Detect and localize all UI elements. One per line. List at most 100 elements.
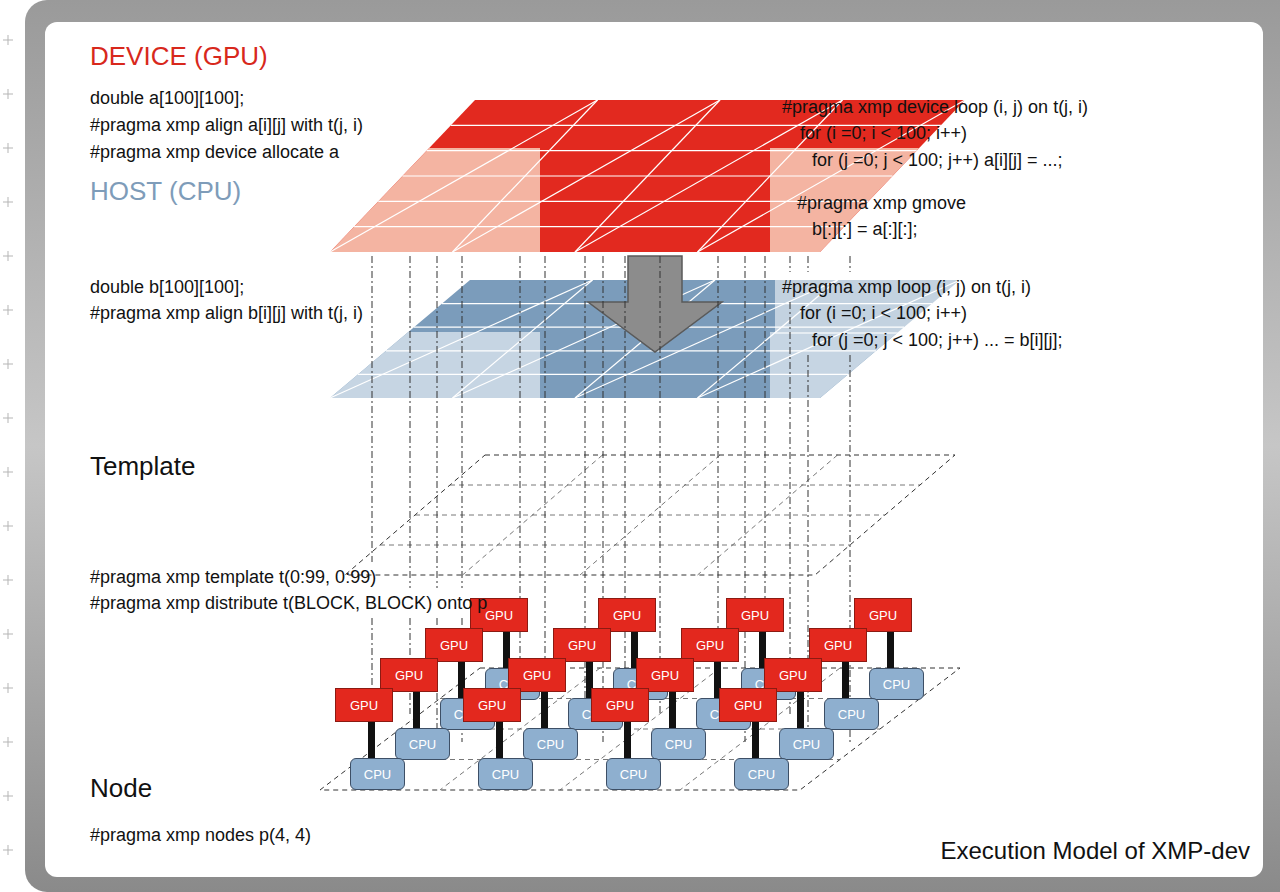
code-line: #pragma xmp gmove bbox=[797, 192, 966, 214]
gpu-box: GPU bbox=[719, 688, 777, 722]
node-text: CPU bbox=[409, 737, 436, 752]
node-text: CPU bbox=[492, 767, 519, 782]
node-text: GPU bbox=[606, 698, 634, 713]
cpu-box: CPU bbox=[478, 758, 533, 790]
cpu-box: CPU bbox=[606, 758, 661, 790]
code-line: #pragma xmp loop (i, j) on t(j, i) bbox=[782, 276, 1031, 298]
cpu-box: CPU bbox=[734, 758, 789, 790]
cpu-box: CPU bbox=[779, 728, 834, 760]
node-text: GPU bbox=[734, 698, 762, 713]
transfer-arrow bbox=[588, 256, 722, 352]
gpu-box: GPU bbox=[553, 628, 611, 662]
host-plane bbox=[0, 272, 1105, 402]
code-line: double a[100][100]; bbox=[90, 87, 244, 109]
content-panel bbox=[45, 22, 1263, 877]
gpu-box: GPU bbox=[854, 598, 912, 632]
node-link bbox=[842, 662, 849, 698]
cpu-box: CPU bbox=[651, 728, 706, 760]
node-link bbox=[413, 692, 420, 728]
mapping-line bbox=[850, 355, 851, 742]
mapping-line bbox=[545, 256, 546, 714]
node-text: CPU bbox=[793, 737, 820, 752]
gpu-box: GPU bbox=[508, 658, 566, 692]
code-line: for (i =0; i < 100; i++) bbox=[800, 302, 967, 324]
section-heading: Node bbox=[90, 772, 152, 804]
node-text: GPU bbox=[824, 638, 852, 653]
node-link bbox=[368, 722, 375, 758]
node-link bbox=[624, 722, 631, 758]
code-line: for (i =0; i < 100; i++) bbox=[800, 122, 967, 144]
node-link bbox=[797, 692, 804, 728]
gpu-box: GPU bbox=[380, 658, 438, 692]
cpu-box: CPU bbox=[869, 668, 924, 700]
mapping-line bbox=[660, 256, 661, 714]
gpu-box: GPU bbox=[591, 688, 649, 722]
code-line: b[:][:] = a[:][:]; bbox=[812, 218, 918, 240]
node-link bbox=[752, 722, 759, 758]
node-text: GPU bbox=[350, 698, 378, 713]
cpu-box: CPU bbox=[824, 698, 879, 730]
node-text: GPU bbox=[478, 698, 506, 713]
node-link bbox=[887, 632, 894, 668]
gpu-box: GPU bbox=[726, 598, 784, 632]
code-line: #pragma xmp device allocate a bbox=[90, 141, 339, 163]
mapping-line bbox=[850, 256, 851, 272]
section-heading: HOST (CPU) bbox=[90, 175, 241, 207]
code-line: #pragma xmp distribute t(BLOCK, BLOCK) o… bbox=[90, 592, 487, 614]
node-text: GPU bbox=[485, 608, 513, 623]
node-link bbox=[541, 692, 548, 728]
frame-border bbox=[25, 0, 1280, 892]
mapping-line bbox=[603, 256, 604, 742]
mapping-line bbox=[808, 256, 809, 272]
gpu-box: GPU bbox=[764, 658, 822, 692]
code-line: #pragma xmp template t(0:99, 0:99) bbox=[90, 566, 376, 588]
code-line: for (j =0; j < 100; j++) ... = b[i][j]; bbox=[812, 329, 1063, 351]
cpu-box: CPU bbox=[395, 728, 450, 760]
mapping-line bbox=[790, 256, 791, 272]
node-text: GPU bbox=[568, 638, 596, 653]
mapping-line bbox=[437, 256, 438, 588]
node-link bbox=[496, 722, 503, 758]
mapping-line bbox=[790, 302, 791, 714]
section-heading: DEVICE (GPU) bbox=[90, 40, 268, 72]
node-text: GPU bbox=[779, 668, 807, 683]
margin-marks bbox=[3, 35, 13, 855]
mapping-line bbox=[372, 256, 373, 562]
code-line: #pragma xmp nodes p(4, 4) bbox=[90, 824, 311, 846]
cpu-box: CPU bbox=[350, 758, 405, 790]
node-text: GPU bbox=[651, 668, 679, 683]
node-text: GPU bbox=[440, 638, 468, 653]
node-text: CPU bbox=[364, 767, 391, 782]
gpu-box: GPU bbox=[636, 658, 694, 692]
gpu-box: GPU bbox=[809, 628, 867, 662]
figure-caption: Execution Model of XMP-dev bbox=[941, 836, 1250, 866]
node-text: GPU bbox=[395, 668, 423, 683]
gpu-box: GPU bbox=[463, 688, 521, 722]
node-text: CPU bbox=[748, 767, 775, 782]
mapping-line bbox=[462, 256, 463, 588]
node-text: GPU bbox=[613, 608, 641, 623]
gpu-box: GPU bbox=[681, 628, 739, 662]
node-text: GPU bbox=[523, 668, 551, 683]
mapping-line bbox=[625, 256, 626, 700]
gpu-box: GPU bbox=[425, 628, 483, 662]
node-text: CPU bbox=[620, 767, 647, 782]
code-line: #pragma xmp align a[i][j] with t(j, i) bbox=[90, 114, 363, 136]
node-link bbox=[669, 692, 676, 728]
node-text: CPU bbox=[883, 677, 910, 692]
node-text: CPU bbox=[537, 737, 564, 752]
node-text: GPU bbox=[696, 638, 724, 653]
cpu-box: CPU bbox=[523, 728, 578, 760]
code-line: #pragma xmp device loop (i, j) on t(j, i… bbox=[782, 96, 1088, 118]
node-text: CPU bbox=[838, 707, 865, 722]
node-text: CPU bbox=[665, 737, 692, 752]
section-heading: Template bbox=[90, 450, 196, 482]
node-text: GPU bbox=[741, 608, 769, 623]
code-line: for (j =0; j < 100; j++) a[i][j] = ...; bbox=[812, 149, 1063, 171]
gpu-box: GPU bbox=[335, 688, 393, 722]
mapping-line bbox=[410, 256, 411, 588]
device-plane bbox=[0, 100, 1030, 258]
gpu-box: GPU bbox=[598, 598, 656, 632]
node-text: GPU bbox=[869, 608, 897, 623]
code-line: double b[100][100]; bbox=[90, 276, 244, 298]
